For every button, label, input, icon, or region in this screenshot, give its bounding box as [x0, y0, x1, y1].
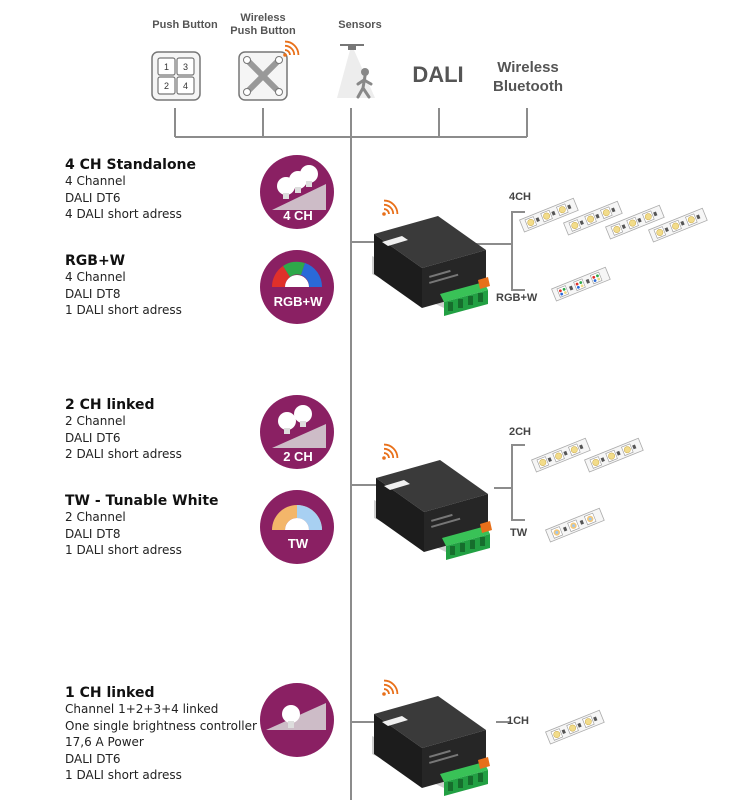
mode-line: 4 DALI short adress — [65, 207, 182, 221]
mode-line: 1 DALI short adress — [65, 543, 182, 557]
dali-label: DALI — [412, 62, 464, 87]
output-tw-label: TW — [510, 527, 528, 539]
wireless-bluetooth-label-line2: Bluetooth — [493, 78, 563, 95]
badge-tw-icon — [260, 490, 334, 564]
push-button-label: Push Button — [152, 19, 218, 31]
mode-1ch-linked: 1 CH linked Channel 1+2+3+4 linked One s… — [65, 685, 257, 784]
key-1: 1 — [164, 62, 169, 72]
key-2: 2 — [164, 81, 169, 91]
key-3: 3 — [183, 62, 188, 72]
mode-line: DALI DT6 — [65, 751, 121, 766]
wireless-push-button-label-line1: Wireless — [240, 12, 286, 24]
wireless-push-button-icon — [238, 37, 303, 101]
badge-1ch-icon — [260, 683, 334, 757]
mode-line: 2 Channel — [65, 510, 126, 524]
controller-3-device — [372, 676, 490, 796]
mode-line: 17,6 A Power — [65, 735, 144, 749]
mode-line: DALI DT8 — [65, 286, 121, 301]
output-4ch-label: 4CH — [509, 191, 532, 203]
mode-tunable-white: TW - Tunable White 2 Channel DALI DT8 1 … — [65, 493, 219, 559]
wireless-push-button-label-line2: Push Button — [230, 25, 296, 37]
controller-1-device — [372, 196, 490, 316]
led-strip-2ch-2 — [584, 437, 644, 473]
output-2ch-label: 2CH — [509, 426, 532, 438]
mode-title: 4 CH Standalone — [65, 157, 197, 173]
mode-line: 1 DALI short adress — [65, 768, 182, 782]
mode-4ch-standalone: 4 CH Standalone 4 Channel DALI DT6 4 DAL… — [65, 157, 196, 223]
badge-4ch-icon — [260, 155, 334, 229]
mode-title: 1 CH linked — [65, 685, 155, 701]
mode-rgbw: RGB+W 4 Channel DALI DT8 1 DALI short ad… — [65, 253, 182, 319]
mode-line: 4 Channel — [65, 270, 126, 284]
badge-4ch-label: 4 CH — [283, 208, 313, 223]
mode-line: 1 DALI short adress — [65, 303, 182, 317]
badge-rgbw-icon — [260, 250, 334, 324]
output-1ch-label: 1CH — [507, 715, 530, 727]
wireless-bluetooth-label-line1: Wireless — [497, 59, 559, 76]
mode-title: TW - Tunable White — [65, 493, 219, 509]
led-strip-2ch-1 — [531, 437, 591, 473]
mode-line: DALI DT6 — [65, 430, 121, 445]
led-strip-tw — [545, 507, 605, 543]
push-button-icon: 1 3 2 4 — [151, 51, 201, 101]
mode-title: 2 CH linked — [65, 397, 155, 413]
badge-2ch-label: 2 CH — [283, 449, 313, 464]
controller-2-device — [374, 440, 492, 560]
bus-lines — [174, 108, 528, 800]
mode-line: Channel 1+2+3+4 linked — [65, 702, 219, 716]
badge-tw-label: TW — [288, 536, 309, 551]
key-4: 4 — [183, 81, 188, 91]
mode-title: RGB+W — [65, 253, 126, 269]
mode-line: 4 Channel — [65, 174, 126, 188]
mode-line: 2 DALI short adress — [65, 447, 182, 461]
output-rgbw-label: RGB+W — [496, 292, 538, 304]
sensors-label: Sensors — [338, 19, 382, 31]
mode-2ch-linked: 2 CH linked 2 Channel DALI DT6 2 DALI sh… — [65, 397, 182, 463]
mode-line: DALI DT6 — [65, 190, 121, 205]
wireless-bluetooth-label: Wireless Bluetooth — [478, 58, 578, 96]
badge-rgbw-label: RGB+W — [274, 294, 323, 309]
led-strip-1ch — [545, 709, 605, 745]
mode-line: DALI DT8 — [65, 526, 121, 541]
sensor-icon — [337, 44, 375, 99]
wireless-push-button-label: Wireless Push Button — [218, 12, 308, 38]
led-strip-rgbw — [551, 266, 611, 302]
mode-line: 2 Channel — [65, 414, 126, 428]
badge-2ch-icon — [260, 395, 334, 469]
mode-line: One single brightness controller — [65, 718, 257, 733]
